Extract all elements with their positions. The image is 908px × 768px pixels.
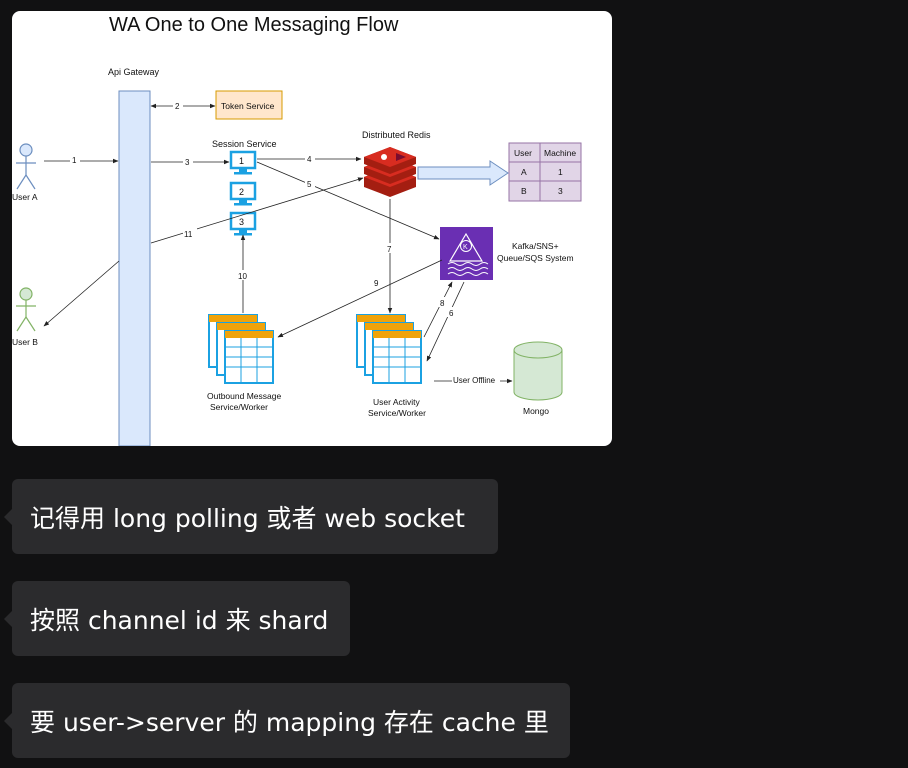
edge-label-8: 8 [440, 299, 445, 308]
table-cell: A [521, 167, 527, 177]
token-service-label: Token Service [221, 101, 275, 111]
edge-label-10: 10 [238, 272, 247, 281]
chat-message-bubble[interactable]: 记得用 long polling 或者 web socket [4, 479, 498, 554]
user-a-label: User A [12, 192, 38, 202]
mongo-label: Mongo [523, 406, 549, 416]
kafka-label-line2: Queue/SQS System [497, 253, 574, 263]
api-gateway-bar [118, 90, 151, 446]
edge-5 [256, 161, 440, 240]
table-header-machine: Machine [544, 148, 576, 158]
chat-message-bubble[interactable]: 按照 channel id 来 shard [4, 581, 350, 656]
chat-message-text: 记得用 long polling 或者 web socket [30, 503, 465, 533]
edge-9 [277, 259, 443, 338]
diagram-title: WA One to One Messaging Flow [109, 14, 399, 36]
edge-label-11: 11 [184, 230, 193, 239]
diagram-image[interactable]: WA One to One Messaging Flow Api Gateway… [12, 11, 612, 446]
user-b-label: User B [12, 337, 38, 347]
activity-label-line1: User Activity [373, 397, 421, 407]
redis-to-table-arrow [417, 160, 509, 186]
table-cell: 3 [558, 186, 563, 196]
edge-label-7: 7 [387, 245, 392, 254]
chat-message-bubble[interactable]: 要 user->server 的 mapping 存在 cache 里 [4, 683, 570, 758]
chat-message-text: 要 user->server 的 mapping 存在 cache 里 [30, 707, 549, 737]
outbound-worker-icon [208, 314, 274, 384]
table-cell: 1 [558, 167, 563, 177]
messaging-flow-diagram: WA One to One Messaging Flow Api Gateway… [12, 14, 582, 446]
edge-label-1: 1 [72, 156, 77, 165]
session-server-3-label: 3 [239, 217, 244, 227]
outbound-label-line1: Outbound Message [207, 391, 281, 401]
user-b-icon [16, 287, 36, 332]
activity-label-line2: Service/Worker [368, 408, 426, 418]
mongo-cylinder-icon [513, 341, 563, 401]
outbound-label-line2: Service/Worker [210, 402, 268, 412]
edge-6 [426, 281, 465, 362]
session-server-1-icon: 1 [229, 150, 257, 175]
session-server-2-label: 2 [239, 187, 244, 197]
session-service-label: Session Service [212, 139, 277, 149]
session-server-2-icon: 2 [229, 181, 257, 206]
user-machine-table: User Machine A 1 B 3 [508, 142, 582, 202]
edge-label-4: 4 [307, 155, 312, 164]
table-cell: B [521, 186, 527, 196]
activity-worker-icon [356, 314, 422, 384]
api-gateway-label: Api Gateway [108, 67, 160, 77]
chat-message-text: 按照 channel id 来 shard [30, 605, 329, 635]
kafka-k-glyph: K [463, 244, 468, 251]
edge-label-9: 9 [374, 279, 379, 288]
user-a-icon [16, 143, 36, 190]
redis-icon [364, 147, 416, 197]
table-header-user: User [514, 148, 532, 158]
session-server-3-icon: 3 [229, 211, 257, 236]
kafka-label-line1: Kafka/SNS+ [512, 241, 559, 251]
edge-user-b [43, 260, 120, 327]
edge-8 [423, 281, 453, 338]
edge-11 [150, 177, 364, 244]
session-server-1-label: 1 [239, 156, 244, 166]
kafka-icon: K [440, 227, 493, 280]
user-offline-label: User Offline [453, 376, 496, 385]
edge-label-3: 3 [185, 158, 190, 167]
edge-label-2: 2 [175, 102, 180, 111]
distributed-redis-label: Distributed Redis [362, 130, 431, 140]
token-service-box [215, 90, 283, 120]
edge-label-6: 6 [449, 309, 454, 318]
edge-label-5: 5 [307, 180, 312, 189]
